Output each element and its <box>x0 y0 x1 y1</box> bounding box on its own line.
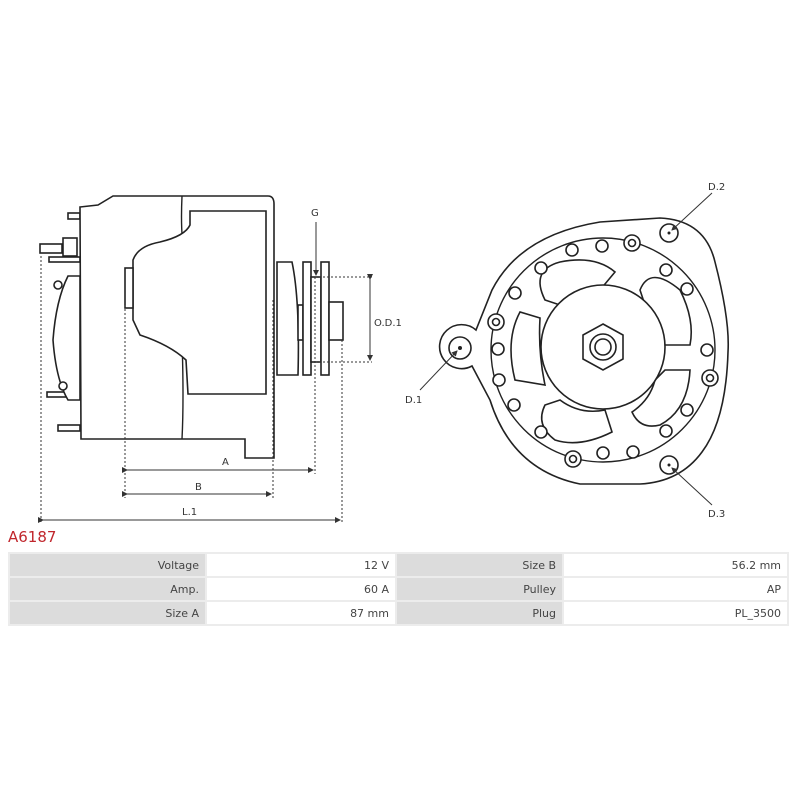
bolt <box>39 243 63 254</box>
vent-holes <box>491 239 714 460</box>
d1-arrow <box>419 350 458 391</box>
specs-table: Voltage 12 V Size B 56.2 mm Amp. 60 A Pu… <box>8 552 789 626</box>
shaft-nut <box>328 301 344 341</box>
bolt <box>67 212 81 220</box>
label-d2: D.2 <box>708 182 725 193</box>
d3-arrow <box>671 467 713 506</box>
label-d1: D.1 <box>405 395 422 406</box>
label-od1: O.D.1 <box>374 318 402 329</box>
label-a: A <box>222 457 229 468</box>
front-view: D.1 D.2 D.3 <box>405 182 730 520</box>
mount-hole-center <box>667 463 671 467</box>
spec-value: 87 mm <box>205 600 397 626</box>
pulley-disc <box>320 261 330 376</box>
pulley-groove <box>310 276 322 363</box>
mount-hole-center <box>458 346 462 350</box>
front-hub <box>276 261 300 376</box>
product-code: A6187 <box>8 528 57 546</box>
spoke <box>510 311 547 386</box>
table-row: Voltage 12 V Size B 56.2 mm <box>8 552 789 578</box>
table-row: Amp. 60 A Pulley AP <box>8 576 789 602</box>
shaft-end <box>594 338 612 356</box>
pulley-disc <box>302 261 312 376</box>
spec-label: Pulley <box>395 576 564 602</box>
mount-hole-center <box>667 231 671 235</box>
alternator-technical-drawing: G O.D.1 A B L.1 <box>38 182 730 523</box>
spec-value: 56.2 mm <box>562 552 789 578</box>
spec-label: Size B <box>395 552 564 578</box>
spec-label: Plug <box>395 600 564 626</box>
label-l1: L.1 <box>182 507 197 518</box>
bolts <box>487 234 719 468</box>
spec-label: Amp. <box>8 576 207 602</box>
stator-edge <box>124 267 134 309</box>
bolt-head <box>62 237 78 257</box>
label-d3: D.3 <box>708 509 725 520</box>
rear-cover <box>52 275 81 401</box>
table-row: Size A 87 mm Plug PL_3500 <box>8 600 789 626</box>
spec-value: AP <box>562 576 789 602</box>
bolt <box>48 256 81 263</box>
spoke <box>630 369 691 427</box>
bolt <box>57 424 81 432</box>
spec-value: 60 A <box>205 576 397 602</box>
terminal <box>53 280 63 290</box>
stator-window <box>132 210 267 395</box>
d2-arrow <box>671 192 713 231</box>
label-g: G <box>311 208 319 219</box>
spoke <box>540 399 613 444</box>
spec-label: Size A <box>8 600 207 626</box>
spec-label: Voltage <box>8 552 207 578</box>
inner-ring <box>490 237 716 463</box>
spec-value: 12 V <box>205 552 397 578</box>
spec-value: PL_3500 <box>562 600 789 626</box>
side-view: G O.D.1 A B L.1 <box>38 195 402 523</box>
terminal <box>58 381 68 391</box>
spokes <box>510 259 693 444</box>
label-b: B <box>195 482 202 493</box>
